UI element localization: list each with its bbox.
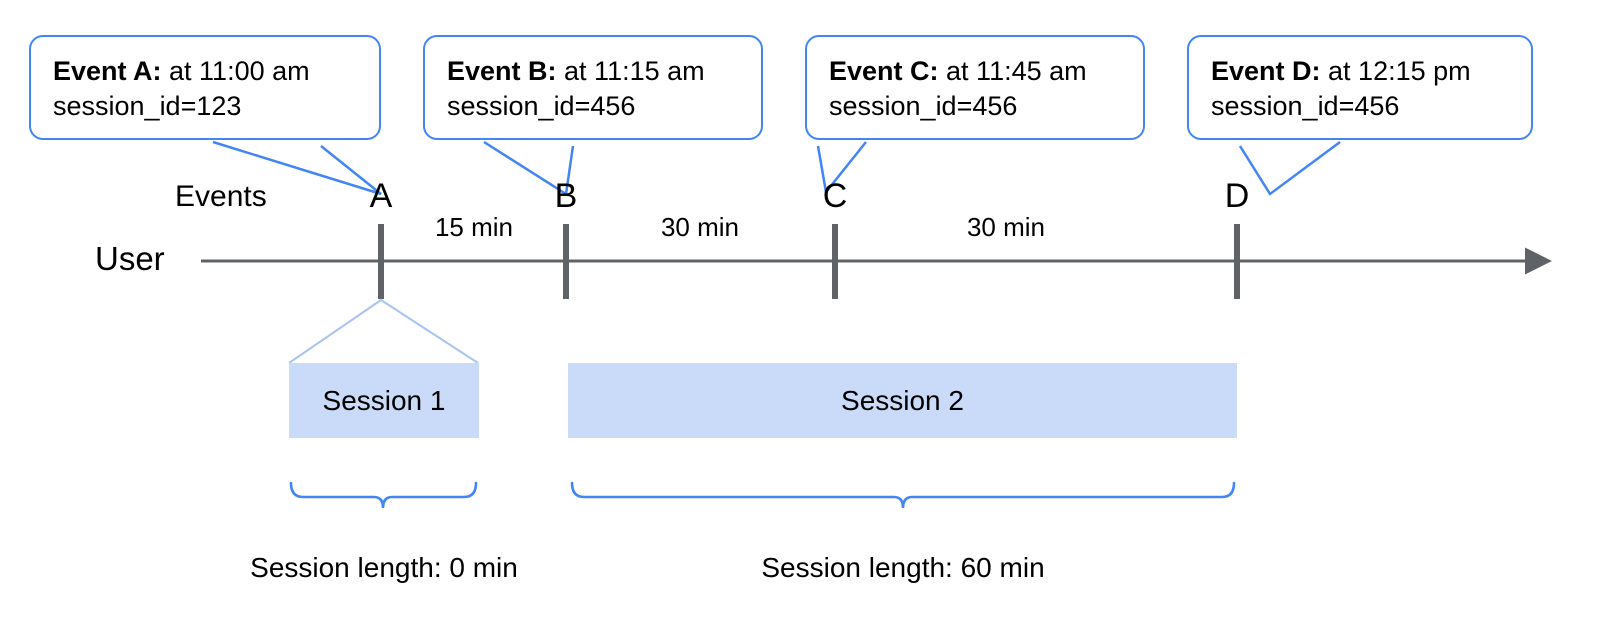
- callout-event-d-time: at 12:15 pm: [1320, 56, 1471, 86]
- callout-event-d-detail: session_id=456: [1211, 91, 1400, 122]
- callout-event-a[interactable]: Event A: at 11:00 am session_id=123: [29, 35, 381, 141]
- callout-event-c-detail: session_id=456: [829, 91, 1018, 122]
- tick-letter-c: C: [822, 177, 848, 215]
- callout-event-c-title-line: Event C: at 11:45 am: [829, 54, 1123, 89]
- row-label-events: Events: [175, 180, 267, 213]
- callout-event-d[interactable]: Event D: at 12:15 pm session_id=456: [1187, 35, 1533, 141]
- session-bar-1[interactable]: Session 1: [289, 363, 479, 438]
- tick-letter-a: A: [369, 177, 393, 215]
- callout-event-a-title-line: Event A: at 11:00 am: [53, 54, 359, 89]
- callout-event-a-title: Event A:: [53, 56, 162, 86]
- session-1-leader-lines: [288, 298, 479, 364]
- callout-event-b-title-line: Event B: at 11:15 am: [447, 54, 741, 89]
- tick-letter-b: B: [554, 177, 578, 215]
- callout-event-a-detail: session_id=123: [53, 91, 242, 122]
- session-bar-2-label: Session 2: [841, 384, 964, 416]
- gap-label-c-d: 30 min: [966, 212, 1046, 242]
- callout-event-b-time: at 11:15 am: [556, 56, 705, 86]
- session-bar-2[interactable]: Session 2: [568, 363, 1237, 438]
- session-1-brace: [289, 481, 478, 509]
- callout-event-b-title: Event B:: [447, 56, 557, 86]
- callout-event-c-title: Event C:: [829, 56, 939, 86]
- session-bar-1-label: Session 1: [322, 384, 446, 416]
- callout-event-c[interactable]: Event C: at 11:45 am session_id=456: [805, 35, 1145, 141]
- callout-event-d-title: Event D:: [1211, 56, 1321, 86]
- session-2-brace: [570, 481, 1236, 509]
- session-2-length-caption: Session length: 60 min: [761, 552, 1045, 583]
- callout-event-d-title-line: Event D: at 12:15 pm: [1211, 54, 1511, 89]
- callout-event-c-time: at 11:45 am: [938, 56, 1087, 86]
- gap-label-a-b: 15 min: [434, 212, 514, 242]
- session-1-length-caption: Session length: 0 min: [250, 552, 518, 583]
- lane-label-user: User: [95, 240, 165, 277]
- callout-event-b[interactable]: Event B: at 11:15 am session_id=456: [423, 35, 763, 141]
- gap-label-b-c: 30 min: [660, 212, 740, 242]
- callout-event-b-detail: session_id=456: [447, 91, 636, 122]
- callout-event-a-time: at 11:00 am: [161, 56, 310, 86]
- tick-letter-d: D: [1224, 177, 1250, 215]
